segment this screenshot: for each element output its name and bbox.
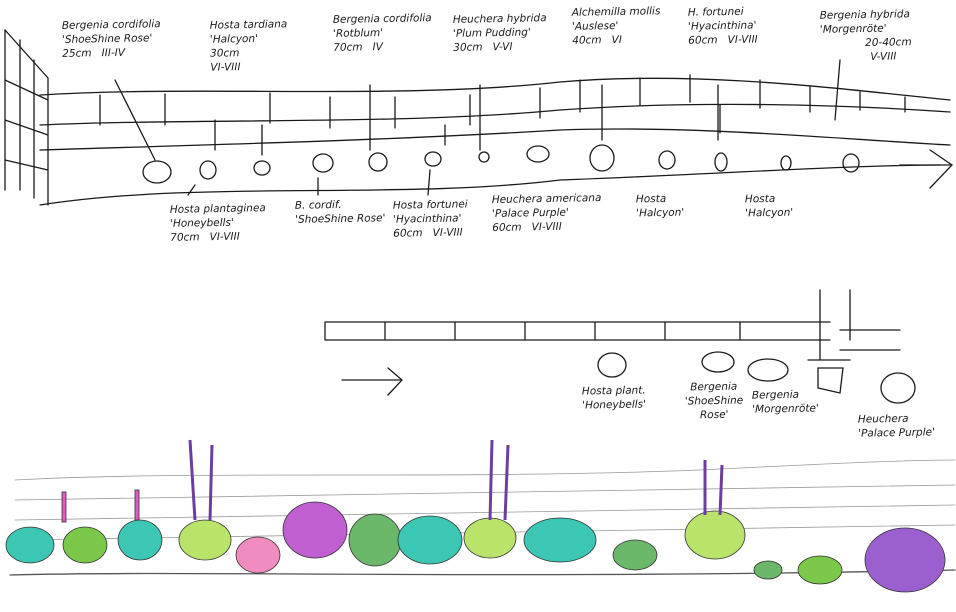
plant-cultivar: 'Morgenröte': [752, 402, 819, 416]
plant-name: H. fortunei: [687, 5, 744, 19]
plant-label: Bergenia hybrida 'Morgenröte' 20-40cm V-…: [820, 7, 912, 65]
plant-label: Hosta 'Halcyon': [636, 192, 685, 221]
plant-bloom: VI-VIII: [209, 230, 240, 244]
plant-name: Bergenia cordifolia: [332, 12, 432, 26]
plant-cultivar: 'Halcyon': [745, 206, 794, 220]
plant-name: Heuchera americana: [491, 192, 602, 206]
plant-bloom: V-VIII: [870, 50, 897, 63]
plan-wall: [324, 289, 901, 361]
side-wall: [4, 29, 49, 206]
plant-label: Hosta 'Halcyon': [745, 192, 794, 221]
plant-label: B. cordif. 'ShoeShine Rose': [295, 197, 386, 227]
plant-circles-top: [142, 144, 860, 184]
plant-height: 30cm: [210, 47, 240, 60]
elevation-plants: [5, 439, 946, 593]
plant-name: Bergenia hybrida: [819, 8, 911, 22]
ground-line: [39, 164, 941, 206]
plan-label: Hosta plant. 'Honeybells': [582, 383, 646, 412]
plan-label: Bergenia 'ShoeShine Rose': [684, 379, 745, 422]
brick-joints: [99, 74, 906, 151]
plant-cultivar: 'ShoeShine Rose': [295, 212, 386, 226]
wall-course: [39, 103, 951, 126]
plant-name: Hosta fortunei: [392, 198, 468, 212]
elevation-wall: [14, 459, 956, 541]
plant-height: 70cm: [170, 231, 200, 244]
plant-height: 40cm: [572, 34, 602, 47]
plant-circles-plan: [597, 351, 916, 404]
plant-cultivar: 'Auslese': [571, 19, 619, 33]
plant-label: Bergenia cordifolia 'ShoeShine Rose' 25c…: [62, 17, 162, 61]
plant-height: 60cm: [393, 227, 423, 240]
plant-cultivar: 'Hyacinthina': [687, 19, 757, 33]
plant-name: Heuchera hybrida: [452, 12, 547, 26]
plant-name: Hosta plantaginea: [169, 202, 266, 216]
wall-course: [39, 77, 951, 101]
plant-name: Alchemilla mollis: [571, 5, 661, 19]
plant-name: Hosta: [744, 192, 776, 206]
plant-name: Bergenia: [690, 380, 738, 394]
plant-bloom: V-VI: [492, 40, 513, 54]
plant-bloom: VI-VIII: [727, 33, 758, 47]
plant-name: Heuchera: [857, 412, 909, 426]
plan-label: Bergenia 'Morgenröte': [752, 387, 819, 416]
plant-bloom: VI-VIII: [432, 226, 463, 240]
plant-bloom: III-IV: [101, 46, 126, 60]
plant-cultivar: 'ShoeShine Rose': [684, 394, 744, 422]
plant-bloom: VI-VIII: [531, 220, 562, 234]
wall-course: [39, 128, 951, 151]
plant-bloom: VI: [611, 33, 623, 47]
plant-cultivar: 'Halcyon': [636, 206, 685, 220]
plan-arrow: [341, 367, 403, 396]
plant-height: 60cm: [688, 34, 718, 47]
plant-label: Hosta tardiana 'Halcyon' 30cm VI-VIII: [210, 17, 289, 74]
plant-cultivar: 'ShoeShine Rose': [61, 32, 153, 46]
plant-label: H. fortunei 'Hyacinthina' 60cm VI-VIII: [688, 4, 768, 47]
leader-lines: [114, 59, 841, 196]
direction-arrow: [899, 149, 953, 189]
plant-name: Hosta: [635, 192, 667, 206]
plant-height: 60cm: [492, 221, 522, 234]
plant-name: Hosta plant.: [581, 384, 646, 398]
plant-name: Bergenia: [751, 388, 800, 402]
plant-bloom: VI-VIII: [210, 61, 241, 74]
plant-cultivar: 'Honeybells': [582, 398, 647, 412]
plant-cultivar: 'Palace Purple': [858, 426, 936, 440]
plant-name: Hosta tardiana: [209, 18, 288, 32]
plant-label: Hosta fortunei 'Hyacinthina' 60cm VI-VIII: [393, 197, 473, 240]
plant-cultivar: 'Hyacinthina': [392, 212, 462, 226]
plant-cultivar: 'Halcyon': [209, 32, 259, 46]
plant-label: Alchemilla mollis 'Auslese' 40cm VI: [572, 4, 661, 48]
plant-bloom: IV: [372, 40, 384, 54]
plant-height: 70cm: [333, 41, 363, 54]
plant-height: 30cm: [453, 41, 483, 54]
plant-height: 20-40cm: [865, 36, 912, 50]
plan-label: Heuchera 'Palace Purple': [858, 411, 935, 440]
plant-height: 25cm: [62, 47, 92, 60]
